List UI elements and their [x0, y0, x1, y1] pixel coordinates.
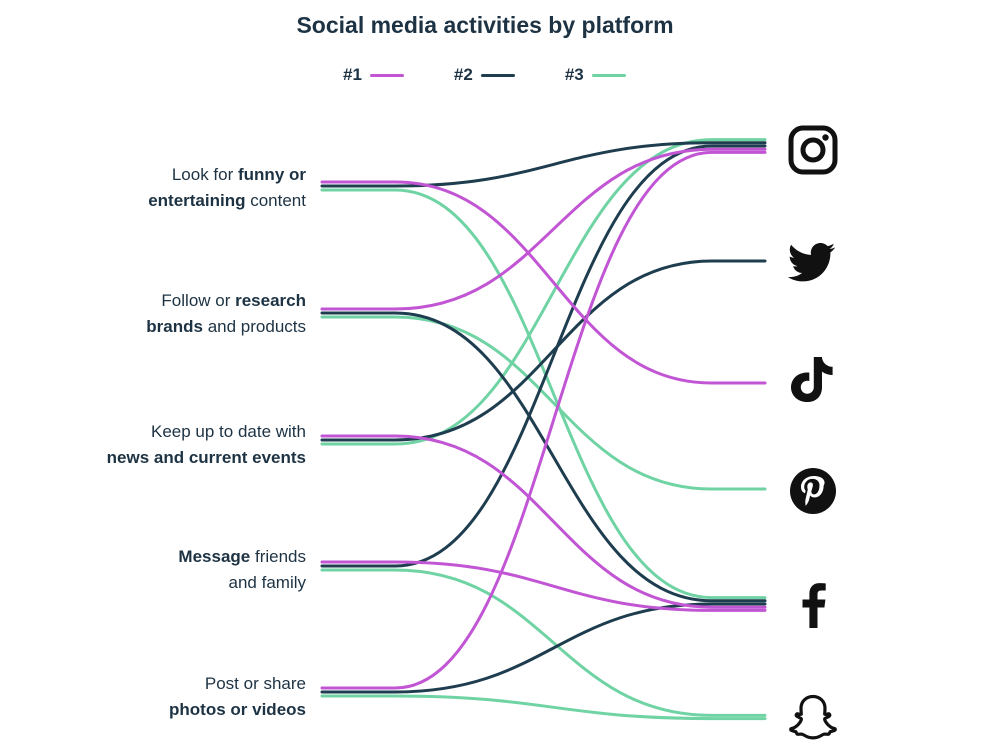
flow-message-facebook	[320, 560, 767, 612]
flow-research-facebook	[320, 311, 767, 603]
instagram-icon	[788, 125, 838, 175]
legend-item: #3	[565, 65, 626, 85]
activity-label-part: Look for	[171, 165, 238, 184]
activity-label-part: entertaining	[148, 191, 246, 210]
legend-item: #1	[343, 65, 404, 85]
legend-swatch	[369, 73, 404, 77]
activity-label-news: Keep up to date with news and current eve…	[30, 419, 306, 471]
activity-label-part: research	[235, 291, 306, 310]
flow-funny-facebook	[320, 188, 767, 600]
facebook-icon	[802, 583, 826, 628]
flow-message-snapchat	[320, 568, 767, 717]
activity-label-post: Post or share photos or videos	[30, 671, 306, 723]
flow-news-twitter	[320, 259, 767, 442]
activity-label-funny: Look for funny or entertaining content	[30, 162, 306, 214]
tiktok-icon	[791, 357, 833, 402]
legend-item: #2	[454, 65, 515, 85]
activity-label-part: and family	[228, 573, 306, 592]
activity-label-part: and products	[202, 317, 306, 336]
pinterest-icon	[790, 468, 836, 514]
legend-swatch	[480, 73, 515, 77]
activity-label-part: friends	[250, 547, 306, 566]
twitter-icon	[787, 243, 836, 282]
activity-label-part: Post or share	[204, 674, 306, 693]
flow-research-instagram	[320, 147, 767, 311]
flow-research-pinterest	[320, 315, 767, 491]
legend-swatch	[591, 73, 626, 77]
activity-label-part: brands	[146, 317, 203, 336]
activity-label-part: content	[245, 191, 306, 210]
chart-title: Social media activities by platform	[296, 12, 674, 38]
activity-label-part: photos or videos	[169, 700, 306, 719]
activity-label-part: news and current events	[106, 448, 306, 467]
flow-post-snapchat	[320, 694, 767, 721]
flow-message-instagram	[320, 144, 767, 568]
flow-funny-instagram	[320, 141, 767, 188]
activity-label-research: Follow or research brands and products	[30, 288, 306, 340]
flow-post-instagram	[320, 150, 767, 690]
activity-label-part: Follow or	[161, 291, 236, 310]
flow-news-facebook	[320, 434, 767, 609]
activity-label-part: Message	[178, 547, 251, 566]
activity-label-part: funny or	[238, 165, 306, 184]
flow-funny-tiktok	[320, 180, 767, 385]
activity-label-part: Keep up to date with	[150, 422, 306, 441]
flow-post-facebook	[320, 602, 767, 694]
legend-label: #3	[564, 65, 584, 84]
legend: #1 #2 #3	[343, 64, 676, 86]
activity-label-message: Message friends and family	[30, 544, 306, 596]
legend-label: #2	[453, 65, 473, 84]
legend-label: #1	[343, 65, 362, 84]
snapchat-icon	[789, 694, 837, 740]
